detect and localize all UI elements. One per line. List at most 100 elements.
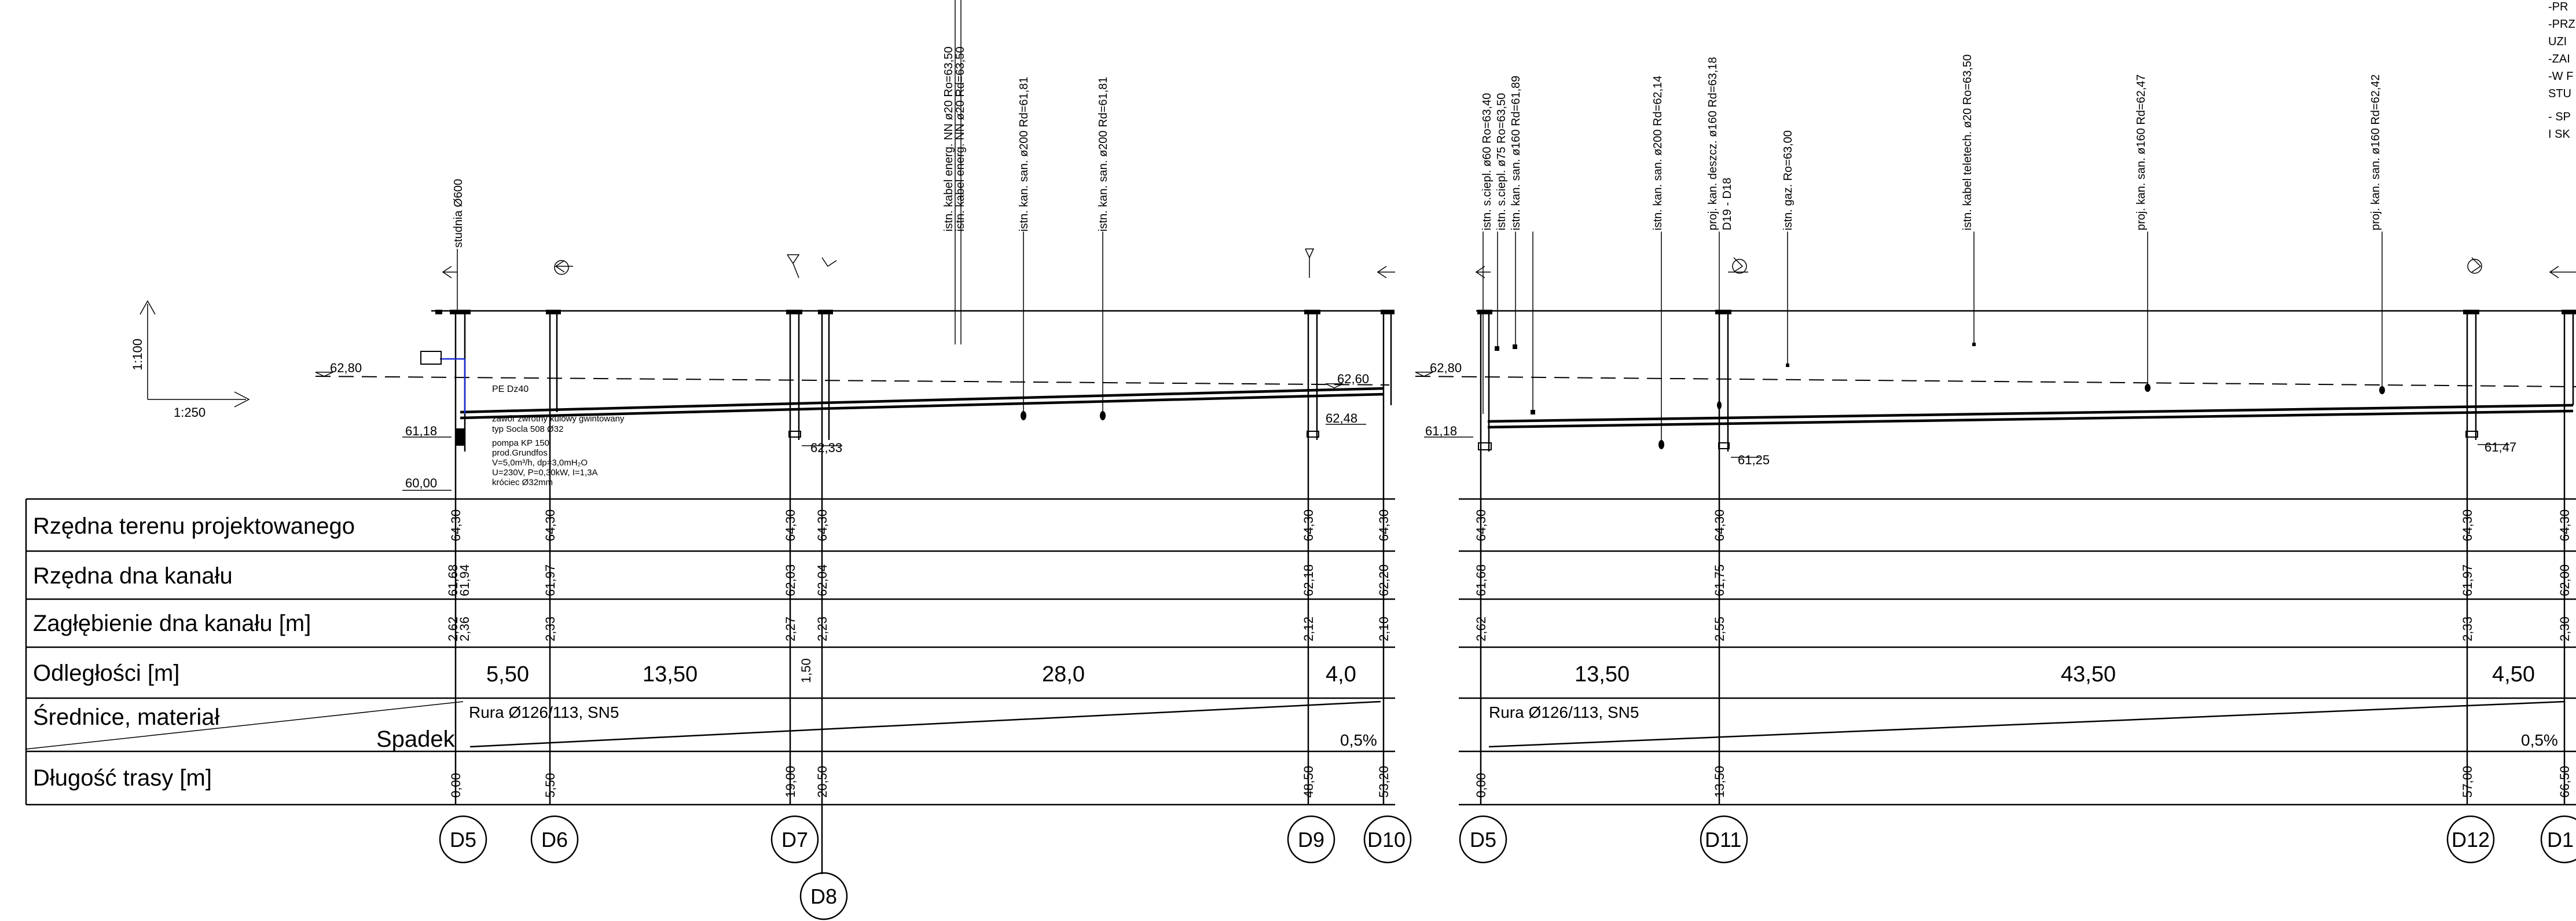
invert-value: 62,00 xyxy=(2557,564,2572,596)
distance-value: 13,50 xyxy=(643,662,698,687)
invert-value: 62,18 xyxy=(1301,564,1316,596)
depth-value: 2,55 xyxy=(1712,617,1727,641)
chainage-value: 48,50 xyxy=(1301,766,1316,798)
level-label-62-60: 62,60 xyxy=(1337,372,1369,386)
note-line: -PR xyxy=(2548,1,2568,13)
crossing-label-heat-2: istn. s.ciepl. ø75 Ro=63,50 xyxy=(1495,93,1508,230)
note-line: UZI xyxy=(2548,35,2567,48)
depth-value: 2,23 xyxy=(815,617,830,641)
depth-value: 2,10 xyxy=(1377,617,1391,641)
crossing-label-proj-sewer-2: proj. kan. san. ø160 Rd=62,42 xyxy=(2369,74,2382,230)
row-label-distances: Odległości [m] xyxy=(33,661,179,686)
node-label-d5-right: D5 xyxy=(1470,828,1496,852)
pump-note-7: króciec Ø32mm xyxy=(492,478,553,487)
note-line: - SP xyxy=(2548,111,2571,123)
pump-note-6: U=230V, P=0,30kW, I=1,3A xyxy=(492,468,598,478)
crossing-label-proj-sewer-1: proj. kan. san. ø160 Rd=62,47 xyxy=(2135,74,2148,230)
manhole-d11 xyxy=(1715,310,1731,805)
crossing-label-telecom: istn. kabel teletech. ø20 Ro=63,50 xyxy=(1961,54,1974,230)
crossing-label-sewer-1: istn. kan. san. ø200 Rd=61,81 xyxy=(1018,77,1030,232)
node-label-d11: D11 xyxy=(1705,828,1741,852)
depth-value: 2,36 xyxy=(457,617,472,641)
crossing-label-manhole: studnia Ø600 xyxy=(452,179,465,248)
pump-note-1: zawór zwrotny kulowy gwintowany xyxy=(492,414,625,424)
slope-value-right: 0,5% xyxy=(2521,731,2558,749)
crossing-label-sewer-2: istn. kan. san. ø200 Rd=61,81 xyxy=(1097,77,1110,232)
node-label-d10: D10 xyxy=(1367,828,1406,852)
depth-value: 2,12 xyxy=(1301,617,1316,641)
terrain-value: 64,30 xyxy=(2460,509,2475,541)
invert-value: 61,97 xyxy=(2460,564,2475,596)
depth-value: 2,33 xyxy=(2460,617,2475,641)
row-label-invert: Rzędna dna kanału xyxy=(33,563,233,589)
chainage-value: 0,00 xyxy=(1474,773,1488,798)
manhole-d10 xyxy=(1381,310,1395,805)
note-line: I SK xyxy=(2548,128,2570,141)
notes-fragment: -PR -PRZ UZI -ZAI -W F STU - SP I SK xyxy=(2548,1,2575,141)
invert-value: 61,68 xyxy=(1474,564,1488,596)
terrain-value: 64,30 xyxy=(1474,509,1488,541)
row-label-pipe: Średnice, materiał xyxy=(33,703,219,730)
vertical-scale-label: 1:100 xyxy=(130,339,145,370)
row-label-depth: Zagłębienie dna kanału [m] xyxy=(33,611,311,636)
distance-value: 1,50 xyxy=(799,658,813,683)
manhole-d8 xyxy=(818,310,833,874)
level-label-62-80: 62,80 xyxy=(330,361,362,375)
flow-arrows-left xyxy=(442,248,1395,278)
level-label-62-33: 62,33 xyxy=(810,441,842,455)
level-label-60-00: 60,00 xyxy=(405,476,437,490)
invert-value: 61,75 xyxy=(1712,564,1727,596)
level-markers-left: 62,80 62,60 62,48 61,18 60,00 62,33 xyxy=(315,361,1369,491)
node-label-d5: D5 xyxy=(450,828,476,852)
crossing-label-sewer-160: istn. kan. san. ø160 Rd=61,89 xyxy=(1510,76,1522,230)
chainage-value: 66,50 xyxy=(2557,766,2572,798)
pump-notes: PE Dz40 zawór zwrotny kulowy gwintowany … xyxy=(492,384,625,487)
pump-note-2: typ Socla 508 Ø32 xyxy=(492,424,563,434)
note-line: -PRZ xyxy=(2548,18,2575,31)
pipe-label-pe: PE Dz40 xyxy=(492,384,529,394)
level-label-61-18-right: 61,18 xyxy=(1425,424,1457,438)
nodes-left: D5 D6 D7 D8 D9 D10 xyxy=(439,815,1412,920)
chainage-value: 20,50 xyxy=(815,766,830,798)
row-label-terrain: Rzędna terenu projektowanego xyxy=(33,513,355,539)
crossing-label-cable-1: istn. kabel energ. NN ø20 Ro=63,50 xyxy=(942,46,955,232)
pump-note-5: V=5,0m³/h, dp=3,0mH₂O xyxy=(492,458,588,468)
depth-value: 2,62 xyxy=(1474,617,1488,641)
level-label-61-18: 61,18 xyxy=(405,424,437,438)
depth-value: 2,62 xyxy=(446,617,460,641)
terrain-value: 64,30 xyxy=(815,509,830,541)
manhole-d12 xyxy=(2463,310,2479,805)
terrain-value: 64,30 xyxy=(1377,509,1391,541)
level-label-62-80-right: 62,80 xyxy=(1430,361,1462,375)
node-label-d8: D8 xyxy=(810,885,837,908)
note-line: STU xyxy=(2548,87,2571,100)
invert-value: 62,03 xyxy=(783,564,798,596)
row-label-slope: Spadek xyxy=(376,726,456,752)
node-label-d12: D12 xyxy=(2452,828,2490,852)
node-label-d6: D6 xyxy=(541,828,568,852)
node-label-d7: D7 xyxy=(781,828,808,852)
node-label-d9: D9 xyxy=(1298,828,1324,852)
manhole-d7 xyxy=(786,310,802,805)
crossing-label-cable-2: istn. kabel energ. NN ø20 Rd=63,50 xyxy=(954,46,967,232)
nodes-right: D5 D11 D12 D1 xyxy=(1459,815,2576,864)
pump-note-3: pompa KP 150 xyxy=(492,438,549,448)
pump-note-4: prod.Grundfos xyxy=(492,448,548,458)
node-label-d1: D1 xyxy=(2547,828,2574,852)
manhole-d1 xyxy=(2562,310,2576,805)
distance-value: 28,0 xyxy=(1042,662,1085,687)
distance-value: 43,50 xyxy=(2061,662,2116,687)
distance-value: 4,0 xyxy=(1326,662,1356,687)
manhole-d6 xyxy=(546,310,561,805)
level-label-61-47: 61,47 xyxy=(2485,440,2516,454)
crossing-label-gas: istn. gaz. Ro=63,00 xyxy=(1782,130,1795,230)
distance-value: 5,50 xyxy=(486,662,529,687)
level-label-62-48: 62,48 xyxy=(1326,411,1357,425)
profile-table: Rzędna terenu projektowanego Rzędna dna … xyxy=(25,498,2576,806)
terrain-value: 64,30 xyxy=(543,509,557,541)
crossing-label-storm-route: D19 - D18 xyxy=(1721,178,1734,230)
terrain-value: 64,30 xyxy=(1301,509,1316,541)
table-values-right: 64,30 64,30 64,30 64,30 61,68 61,75 61,9… xyxy=(1474,509,2572,798)
chainage-value: 53,20 xyxy=(1377,766,1391,798)
